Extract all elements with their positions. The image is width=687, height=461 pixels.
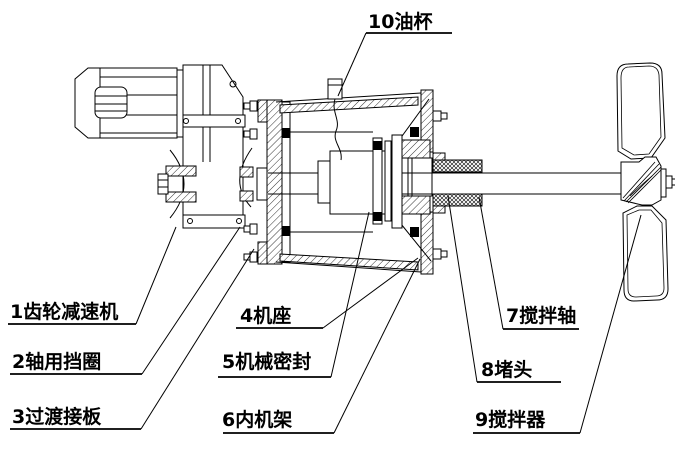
right-wall-bottom <box>420 211 434 275</box>
label-mechanical-seal: 5机械密封 <box>222 350 311 373</box>
plate-bolts <box>243 100 258 263</box>
label-agitator-shaft: 7搅拌轴 <box>506 304 576 327</box>
label-oil-cup: 10油杯 <box>368 10 432 33</box>
blade-top <box>616 62 666 160</box>
machine-base-housing <box>275 89 448 275</box>
label-inner-frame: 6内机架 <box>222 408 292 431</box>
gearbox <box>157 64 269 229</box>
oil-tube <box>333 98 342 161</box>
coupling-hub-bottom <box>239 190 254 202</box>
transition-plate <box>243 99 291 265</box>
motor-flange <box>176 69 184 138</box>
part-labels: 10油杯 1齿轮减速机 2轴用挡圈 3过渡接板 4机座 5机械密封 6内机架 7… <box>8 10 580 434</box>
motor <box>74 67 184 139</box>
agitator-shaft <box>402 172 621 195</box>
seal-box <box>329 150 394 215</box>
mechanical-seal-assembly <box>268 134 433 229</box>
end-plate <box>281 101 291 263</box>
label-plug: 8堵头 <box>481 358 532 381</box>
coupling-hub-top <box>239 166 254 178</box>
label-gear-reducer: 1齿轮减速机 <box>10 300 118 323</box>
plug-sleeve <box>432 152 483 214</box>
label-machine-base: 4机座 <box>240 304 291 327</box>
label-shaft-retaining-ring: 2轴用挡圈 <box>12 350 101 373</box>
gland-plate <box>391 134 403 229</box>
coupling-disc <box>256 167 269 201</box>
housing-bolts <box>432 110 448 260</box>
blade-bottom <box>622 205 669 302</box>
impeller <box>616 62 675 302</box>
stub-hub-bottom <box>165 191 197 203</box>
stub-hub-top <box>165 165 197 177</box>
label-transition-plate: 3过渡接板 <box>12 405 102 428</box>
motor-hub <box>94 86 128 119</box>
label-agitator: 9搅拌器 <box>475 408 546 431</box>
hub-nut <box>665 175 673 189</box>
leader-lines <box>135 32 642 434</box>
